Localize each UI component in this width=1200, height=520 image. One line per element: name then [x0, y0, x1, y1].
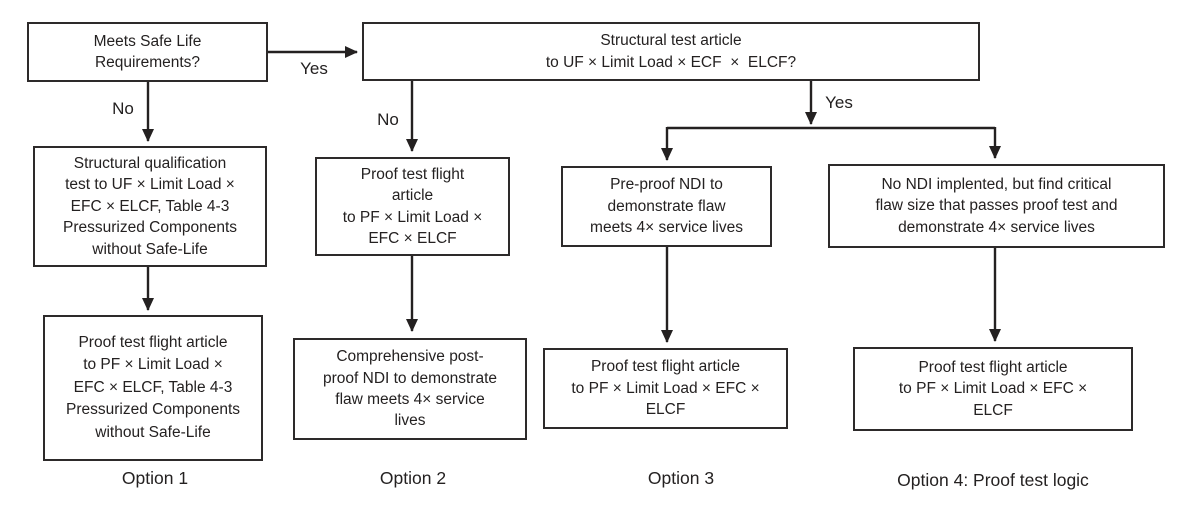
node-proof-test-flight-option2-text: Proof test flight article to PF × Limit … — [342, 165, 483, 247]
node-no-ndi-critical-flaw: No NDI implented, but find critical flaw… — [828, 164, 1165, 248]
node-comprehensive-post-proof-ndi: Comprehensive post- proof NDI to demonst… — [293, 338, 527, 440]
caption-option-1: Option 1 — [121, 468, 189, 488]
caption-option-3: Option 3 — [647, 468, 715, 488]
edge-label-no-left: No — [112, 99, 134, 118]
node-structural-qualification: Structural qualification test to UF × Li… — [33, 146, 267, 267]
node-meets-safe-life: Meets Safe Life Requirements? — [27, 22, 268, 82]
node-proof-test-flight-option3: Proof test flight article to PF × Limit … — [543, 348, 788, 429]
node-pre-proof-ndi-text: Pre-proof NDI to demonstrate flaw meets … — [590, 176, 743, 237]
edge-label-yes-right: Yes — [825, 93, 853, 112]
node-structural-test-article: Structural test article to UF × Limit Lo… — [362, 22, 980, 81]
node-proof-test-flight-option4: Proof test flight article to PF × Limit … — [853, 347, 1133, 431]
node-proof-test-flight-option4-text: Proof test flight article to PF × Limit … — [898, 358, 1088, 419]
caption-option-2: Option 2 — [379, 468, 447, 488]
node-structural-test-article-text: Structural test article to UF × Limit Lo… — [545, 32, 797, 71]
node-meets-safe-life-text: Meets Safe Life Requirements? — [93, 32, 202, 71]
node-pre-proof-ndi: Pre-proof NDI to demonstrate flaw meets … — [561, 166, 772, 247]
node-structural-qualification-text: Structural qualification test to UF × Li… — [62, 155, 238, 258]
node-proof-test-flight-option2: Proof test flight article to PF × Limit … — [315, 157, 510, 256]
caption-option-4: Option 4: Proof test logic — [897, 470, 1089, 490]
node-comprehensive-post-proof-ndi-text: Comprehensive post- proof NDI to demonst… — [322, 348, 498, 430]
node-proof-test-flight-option1-text: Proof test flight article to PF × Limit … — [65, 333, 241, 441]
edge-label-no-middle: No — [377, 110, 399, 129]
edge-label-yes-top: Yes — [300, 59, 328, 78]
node-no-ndi-critical-flaw-text: No NDI implented, but find critical flaw… — [875, 175, 1118, 236]
node-proof-test-flight-option3-text: Proof test flight article to PF × Limit … — [571, 358, 760, 419]
node-proof-test-flight-option1: Proof test flight article to PF × Limit … — [43, 315, 263, 461]
